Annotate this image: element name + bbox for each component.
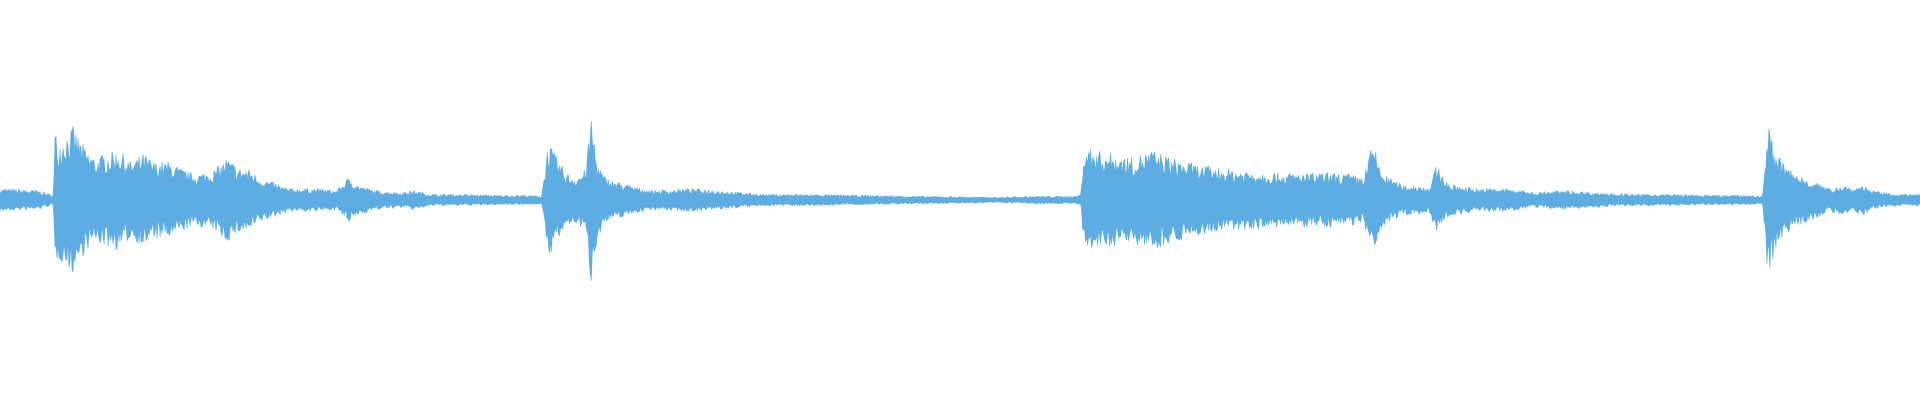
waveform-path xyxy=(0,121,1920,281)
